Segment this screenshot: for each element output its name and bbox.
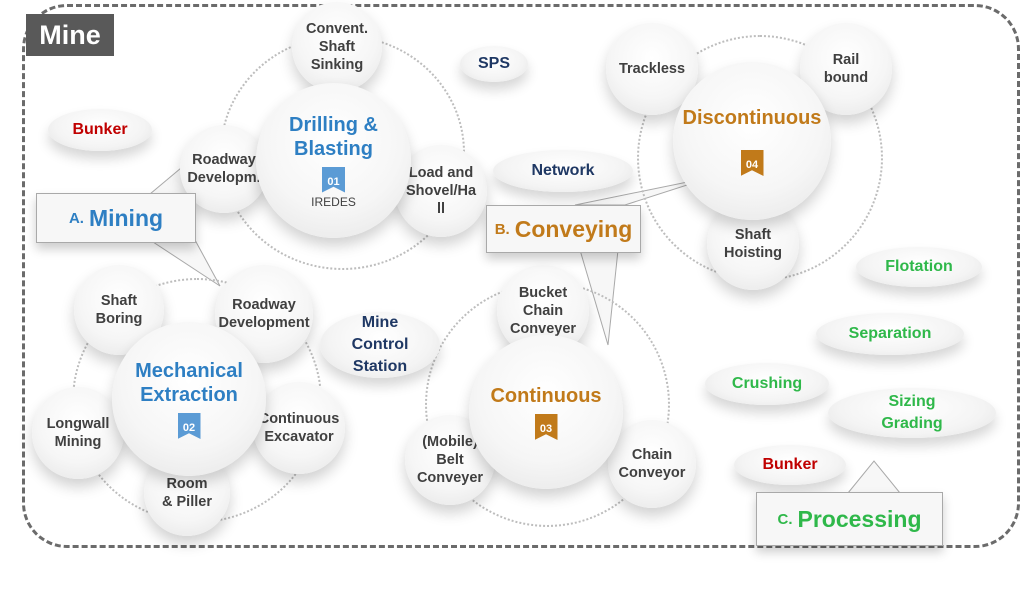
sps-oval: SPS [460, 46, 528, 82]
sizing-grading-oval: Sizing Grading [828, 388, 996, 438]
continuous-title: Continuous [490, 385, 602, 407]
mine-boundary [22, 4, 1020, 548]
chain-conveyor-node: Chain Conveyor [608, 420, 696, 508]
mechanical-badge: 02 [177, 413, 201, 439]
conveying-callout-prefix: B. [494, 220, 510, 238]
flotation-oval: Flotation [856, 247, 982, 287]
mining-callout: A. Mining [36, 193, 196, 243]
mobile-belt-conveyer-node: (Mobile) Belt Conveyer [405, 415, 495, 505]
discontinuous-badge: 04 [740, 150, 764, 176]
drilling-blasting-title: Drilling & Blasting [289, 113, 378, 160]
mechanical-extraction-node: Mechanical Extraction 02 [112, 322, 266, 476]
drilling-blasting-node: Drilling & Blasting 01 IREDES [256, 83, 411, 238]
convent-shaft-sinking-node: Convent. Shaft Sinking [292, 2, 382, 92]
continuous-badge: 03 [534, 414, 558, 440]
continuous-excavator-node: Continuous Excavator [253, 382, 345, 474]
discontinuous-title: Discontinuous [682, 107, 822, 129]
bunker-right-oval: Bunker [734, 445, 846, 485]
mining-callout-label: Mining [88, 204, 164, 231]
longwall-mining-node: Longwall Mining [32, 387, 124, 479]
roadway-developm-node: Roadway Developm. [180, 125, 268, 213]
conveying-callout-label: Conveying [514, 215, 633, 242]
conveying-callout: B. Conveying [486, 205, 641, 253]
trackless-node: Trackless [606, 23, 698, 115]
separation-oval: Separation [816, 313, 964, 355]
mining-callout-prefix: A. [68, 209, 84, 227]
iredes-label: IREDES [311, 194, 356, 209]
crushing-oval: Crushing [705, 363, 829, 405]
drilling-badge: 01 [322, 166, 345, 193]
continuous-node: Continuous 03 [469, 335, 623, 489]
mine-control-station-oval: Mine Control Station [320, 312, 440, 378]
discontinuous-node: Discontinuous 04 [673, 62, 831, 220]
mine-label: Mine [26, 14, 114, 56]
mechanical-extraction-title: Mechanical Extraction [135, 360, 243, 406]
shaft-boring-node: Shaft Boring [74, 265, 164, 355]
bunker-left-oval: Bunker [48, 109, 152, 151]
network-oval: Network [493, 150, 633, 192]
processing-callout-prefix: C. [777, 510, 793, 528]
processing-pointer [846, 460, 902, 494]
processing-callout: C. Processing [756, 492, 943, 546]
processing-callout-label: Processing [797, 505, 922, 532]
